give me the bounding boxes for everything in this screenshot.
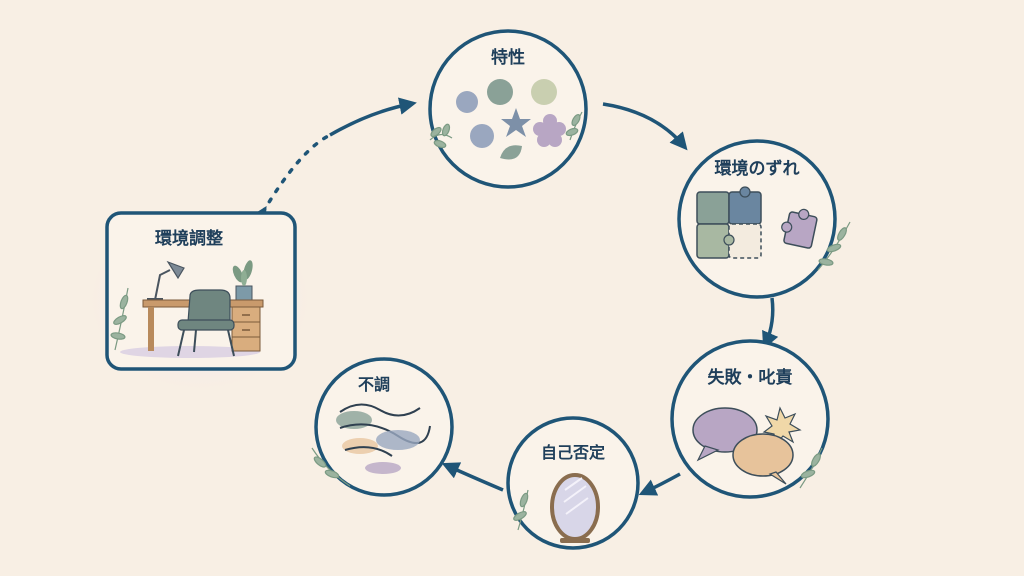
speech-bubbles-illustration — [692, 406, 802, 485]
node-mismatch: 環境のずれ — [677, 139, 851, 299]
arrow-mismatch-to-failure — [762, 297, 779, 350]
leaf-sprig-icon — [110, 287, 129, 351]
leaf-sprig-icon — [429, 123, 453, 149]
puzzle-pieces-illustration — [696, 186, 818, 259]
arrow-adjustment-to-traits — [250, 133, 332, 226]
leaf-sprig-icon — [513, 489, 529, 531]
cloudy-waves-illustration — [336, 403, 431, 474]
node-adjustment: 環境調整 — [90, 210, 310, 390]
chair-icon — [177, 289, 235, 357]
traits-ring — [428, 29, 588, 189]
desk-workspace-illustration — [120, 260, 264, 358]
arrow-selfdenial-to-illness — [441, 462, 504, 492]
node-self-denial: 自己否定 — [506, 416, 640, 550]
illness-ring — [314, 357, 454, 497]
mirror-icon — [550, 473, 600, 543]
node-illness: 不調 — [311, 357, 454, 497]
self-denial-label: 自己否定 — [541, 443, 605, 462]
illness-label: 不調 — [358, 375, 390, 394]
adjustment-label: 環境調整 — [155, 228, 223, 249]
node-traits: 特性 — [428, 29, 588, 189]
traits-shapes-illustration — [456, 79, 566, 160]
arrow-adjustment-to-traits-head — [329, 97, 417, 137]
leaf-sprig-icon — [311, 447, 351, 487]
failure-label: 失敗・叱責 — [708, 367, 793, 388]
leaf-sprig-icon — [817, 221, 851, 271]
leaf-sprig-icon — [565, 111, 583, 141]
arrow-traits-to-mismatch — [602, 102, 688, 151]
potted-plant-icon — [232, 260, 253, 301]
leaf-sprig-icon — [799, 447, 823, 489]
node-failure: 失敗・叱責 — [670, 339, 830, 499]
traits-label: 特性 — [491, 47, 525, 68]
mismatch-label: 環境のずれ — [715, 158, 800, 179]
arrow-failure-to-selfdenial — [638, 472, 681, 496]
